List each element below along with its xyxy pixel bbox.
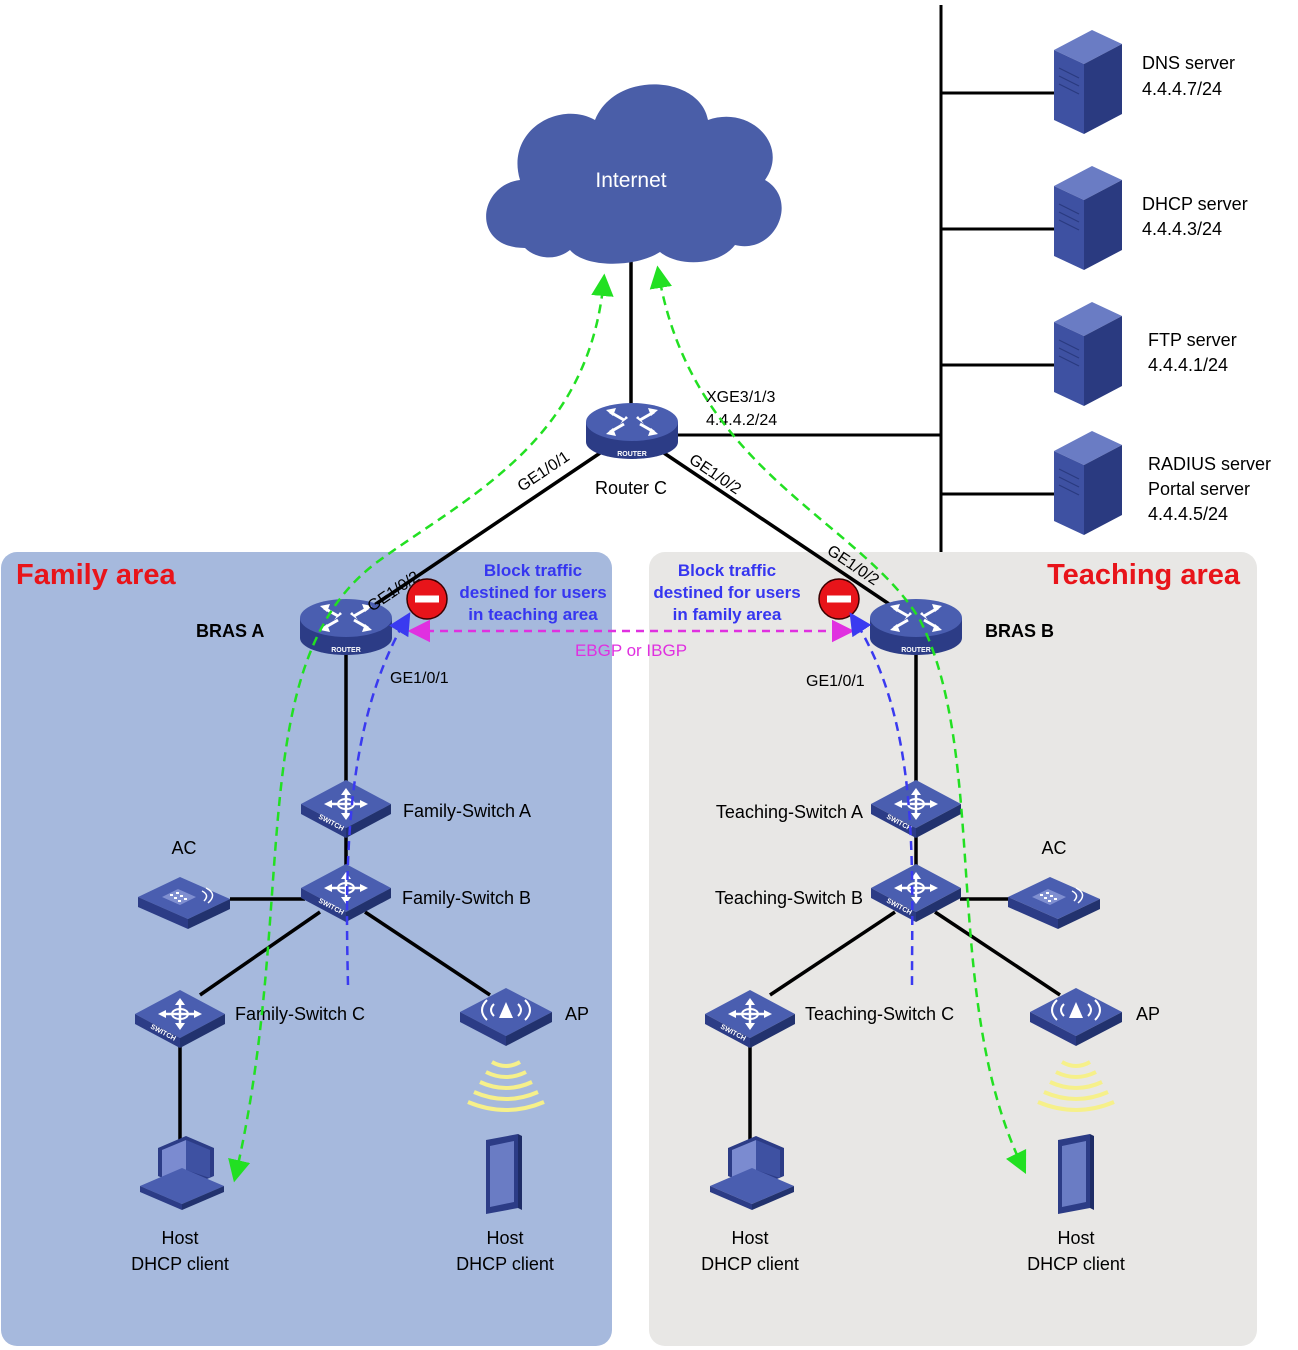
teaching-host1-line1: Host <box>731 1228 768 1248</box>
teaching-ac-label: AC <box>1041 838 1066 858</box>
dhcp-server-icon <box>1053 165 1123 271</box>
block-a-line2: destined for users <box>459 583 606 602</box>
block-b-line3: in family area <box>673 605 782 624</box>
bras-a-label: BRAS A <box>196 621 264 641</box>
router-c-port-up-ip: 4.4.4.2/24 <box>706 412 777 429</box>
dns-server-ip: 4.4.4.7/24 <box>1142 79 1222 99</box>
teaching-switch-a-label: Teaching-Switch A <box>716 802 863 822</box>
block-b-line2: destined for users <box>653 583 800 602</box>
ftp-server-name: FTP server <box>1148 330 1237 350</box>
bras-a-port-down: GE1/0/1 <box>390 670 449 687</box>
family-switch-b-label: Family-Switch B <box>402 888 531 908</box>
family-host1-line2: DHCP client <box>131 1254 229 1274</box>
teaching-switch-c-label: Teaching-Switch C <box>805 1004 954 1024</box>
family-internet-path <box>228 273 614 1183</box>
router-c-tag: ROUTER <box>617 451 647 458</box>
ftp-server-icon <box>1053 301 1123 407</box>
family-host2-line1: Host <box>486 1228 523 1248</box>
teaching-host1-line2: DHCP client <box>701 1254 799 1274</box>
teaching-tablet-icon <box>1058 1134 1094 1214</box>
family-ap-label: AP <box>565 1004 589 1024</box>
bras-a-tag: ROUTER <box>331 647 361 654</box>
teaching-host2-line1: Host <box>1057 1228 1094 1248</box>
block-a-line3: in teaching area <box>468 605 598 624</box>
portal-server-name: Portal server <box>1148 479 1250 499</box>
teaching-ap-label: AP <box>1136 1004 1160 1024</box>
internet-label: Internet <box>595 169 666 192</box>
family-host2-line2: DHCP client <box>456 1254 554 1274</box>
radius-server-ip: 4.4.4.5/24 <box>1148 504 1228 524</box>
teaching-area-title: Teaching area <box>1047 559 1241 591</box>
server-bus <box>676 5 1054 552</box>
router-c-port-left: GE1/0/1 <box>515 448 573 495</box>
router-c-label: Router C <box>595 478 667 498</box>
teaching-host2-line2: DHCP client <box>1027 1254 1125 1274</box>
bras-b-label: BRAS B <box>985 621 1054 641</box>
family-blocked-path <box>345 612 411 986</box>
family-area-title: Family area <box>16 559 176 591</box>
block-b-line1: Block traffic <box>678 561 776 580</box>
teaching-blocked-path <box>849 612 914 986</box>
family-ac-label: AC <box>171 838 196 858</box>
family-host1-line1: Host <box>161 1228 198 1248</box>
family-tablet-icon <box>486 1134 522 1214</box>
radius-server-name: RADIUS server <box>1148 454 1271 474</box>
block-a-icon <box>406 578 448 620</box>
dns-server-name: DNS server <box>1142 53 1235 73</box>
bras-b-port-down: GE1/0/1 <box>806 673 865 690</box>
dhcp-server-ip: 4.4.4.3/24 <box>1142 219 1222 239</box>
radius-server-icon <box>1053 430 1123 536</box>
family-switch-c-label: Family-Switch C <box>235 1004 365 1024</box>
bgp-label: EBGP or IBGP <box>575 641 687 660</box>
teaching-area <box>649 552 1257 1346</box>
teaching-switch-b-label: Teaching-Switch B <box>715 888 863 908</box>
family-area <box>1 552 612 1346</box>
internet-cloud: Internet <box>486 84 782 264</box>
family-switch-a-label: Family-Switch A <box>403 801 531 821</box>
bras-b-tag: ROUTER <box>901 647 931 654</box>
block-a-line1: Block traffic <box>484 561 582 580</box>
dns-server-icon <box>1053 29 1123 135</box>
ftp-server-ip: 4.4.4.1/24 <box>1148 355 1228 375</box>
teaching-internet-path <box>649 265 1027 1175</box>
dhcp-server-name: DHCP server <box>1142 194 1248 214</box>
block-b-icon <box>818 578 860 620</box>
router-c-port-up: XGE3/1/3 <box>706 389 775 406</box>
